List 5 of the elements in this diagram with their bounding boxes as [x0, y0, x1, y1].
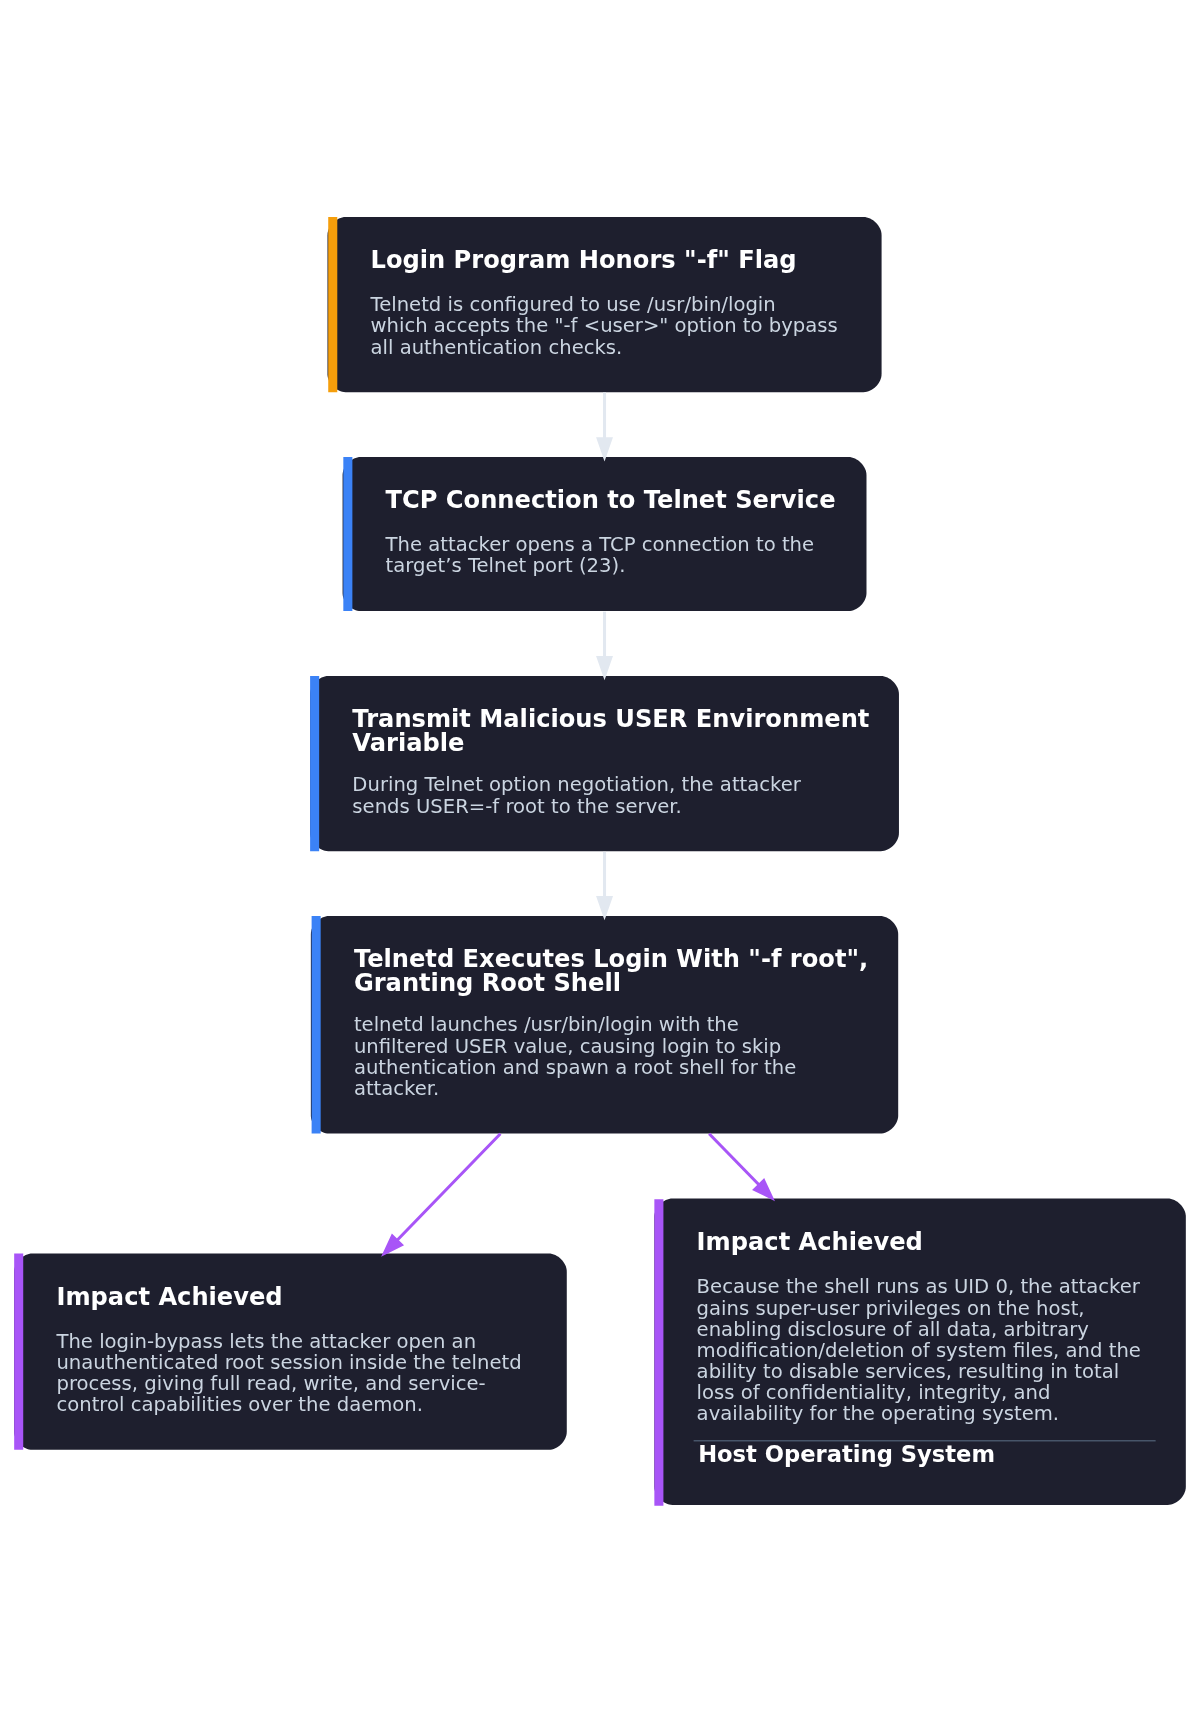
arrow: [596, 392, 613, 462]
arrow: [381, 1132, 502, 1257]
arrow: [596, 611, 613, 681]
arrow: [708, 1132, 775, 1202]
arrow: [596, 851, 613, 921]
